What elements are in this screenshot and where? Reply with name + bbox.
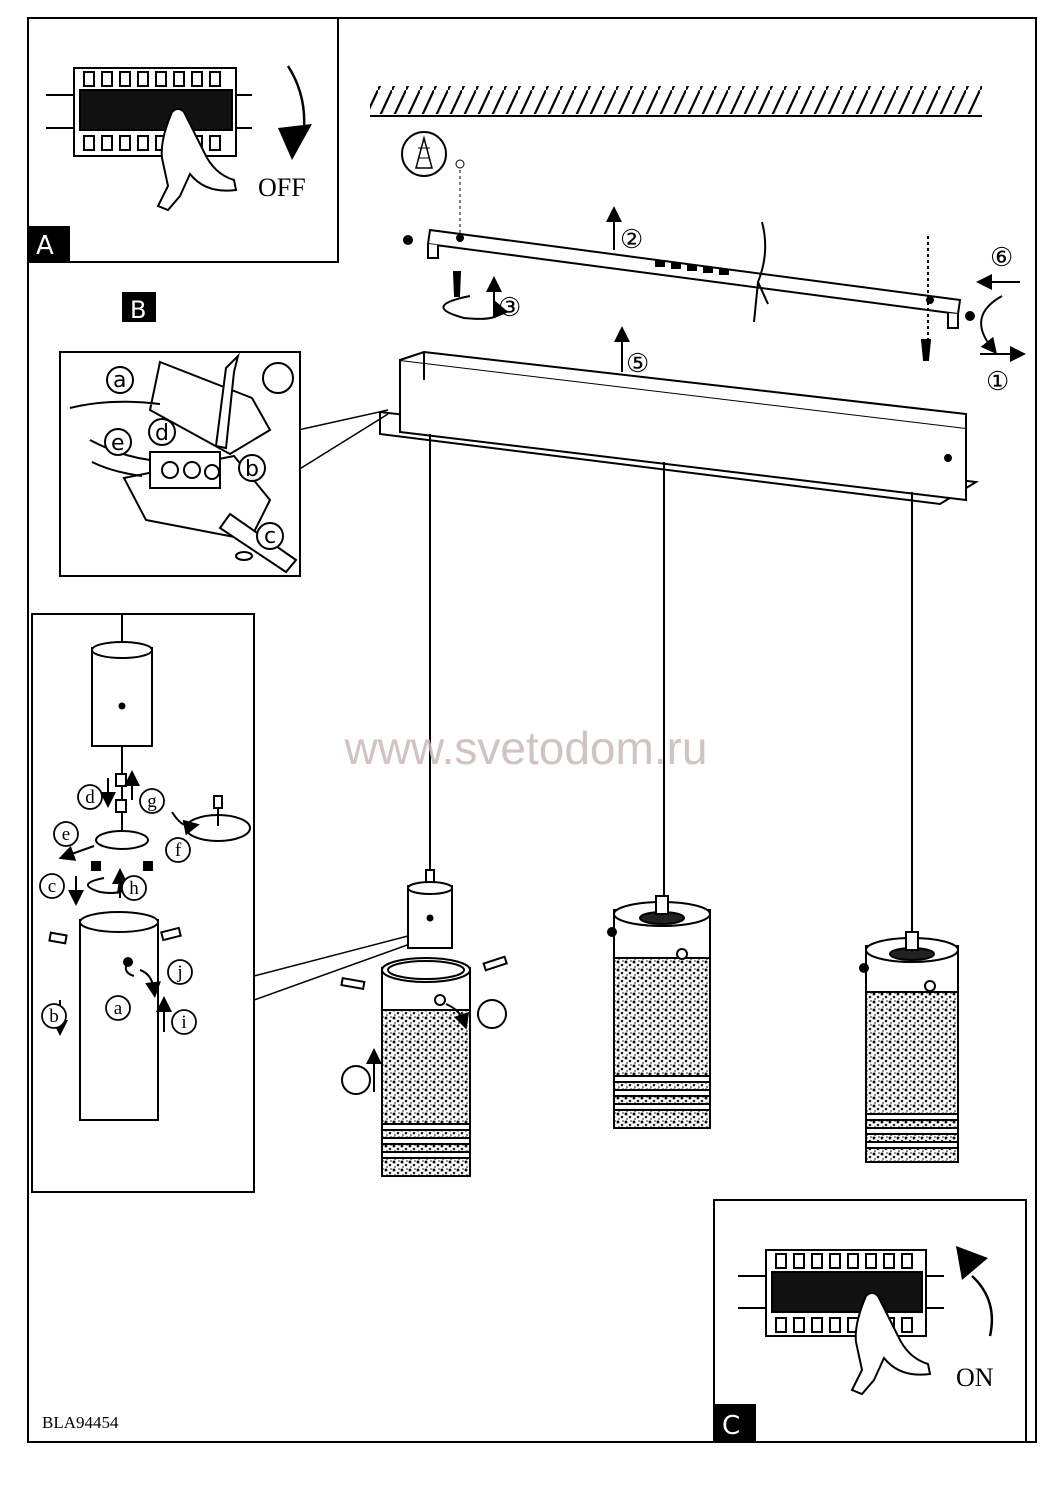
step-5-label: ⑤	[626, 349, 649, 378]
pendant-3	[859, 931, 959, 1163]
model-code: BLA94454	[42, 1413, 119, 1432]
sublabel-e: e	[111, 431, 125, 456]
watermark: www.svetodom.ru	[343, 722, 707, 774]
page-border	[27, 17, 1037, 1443]
sublabel-c: c	[264, 524, 276, 549]
pendant-2	[607, 895, 711, 1129]
panel-b-sublabels	[104, 366, 284, 550]
step-1-label: ①	[986, 367, 1009, 396]
detail-sublabel-c: c	[48, 876, 56, 897]
panel-a-letter: A	[36, 231, 54, 261]
on-label: ON	[956, 1363, 994, 1392]
panel-c-letter: C	[722, 1411, 740, 1441]
detail-sublabel-b: b	[49, 1006, 59, 1027]
detail-sublabel-j: j	[176, 962, 182, 983]
canopy	[379, 350, 979, 506]
off-label: OFF	[258, 173, 306, 202]
pendant-1	[340, 869, 508, 1177]
hand-icon	[156, 108, 238, 212]
detail-sublabel-f: f	[175, 840, 182, 861]
step-arrows	[442, 206, 1026, 372]
detail-sublabel-g: g	[147, 791, 157, 812]
breaker-panel-c	[738, 1249, 944, 1337]
screwdriver-icon	[214, 352, 240, 450]
ceiling	[370, 86, 982, 117]
detail-sublabel-h: h	[129, 878, 139, 899]
turn-off-arrow-icon	[286, 65, 306, 129]
panel-b-wiring: B a d e b c	[59, 292, 301, 577]
sublabel-b: b	[245, 457, 259, 482]
sublabel-d: d	[155, 421, 169, 446]
panel-c-switch-on: ON C	[713, 1199, 1027, 1443]
mounting-bracket	[403, 221, 975, 361]
turn-on-arrow-icon	[971, 1275, 994, 1337]
step-3-label: ③	[498, 293, 521, 322]
step-6-label: ⑥	[990, 243, 1013, 272]
detail-sublabel-e: e	[62, 824, 70, 845]
step-2-label: ②	[620, 225, 643, 254]
breaker-panel-a	[46, 67, 252, 157]
panel-a-switch-off: OFF A	[27, 17, 339, 263]
wall-plug-detail	[401, 131, 465, 236]
sublabel-a: a	[113, 368, 126, 393]
hand-icon-c	[850, 1292, 932, 1396]
detail-sublabel-i: i	[181, 1012, 186, 1033]
detail-sublabel-a: a	[114, 998, 123, 1019]
shade-detail-panel: d g e f c h b a j i	[31, 613, 255, 1193]
panel-b-letter: B	[130, 296, 146, 324]
screw-icon	[452, 271, 462, 297]
pendant-cables	[429, 434, 913, 936]
detail-sublabel-d: d	[85, 787, 95, 808]
